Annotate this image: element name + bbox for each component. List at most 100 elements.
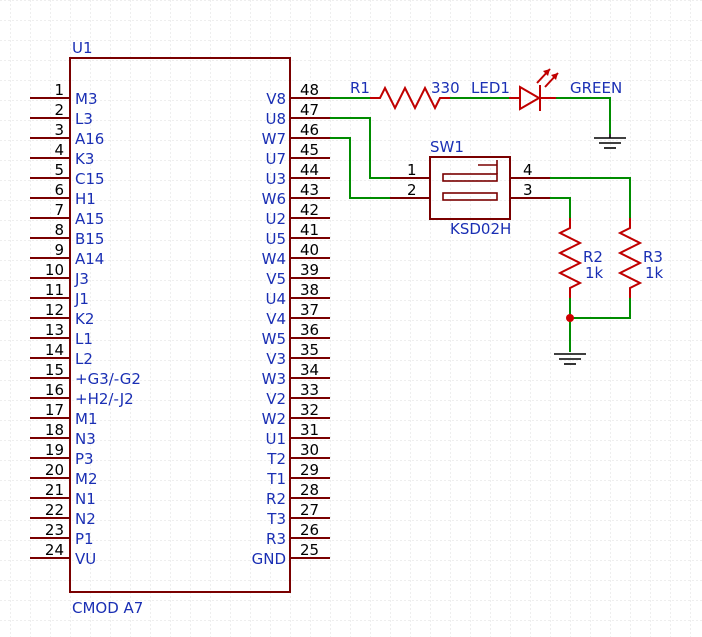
u1-pin-12-name: K2 xyxy=(75,310,94,328)
u1-pin-9-number: 9 xyxy=(54,241,64,259)
u1-pin-32-number: 32 xyxy=(300,401,319,419)
u1-pin-20-number: 20 xyxy=(45,461,64,479)
u1-pin-1-name: M3 xyxy=(75,90,98,108)
r1-zigzag[interactable] xyxy=(370,85,450,111)
u1-pin-23-number: 23 xyxy=(45,521,64,539)
u1-pin-2-name: L3 xyxy=(75,110,93,128)
u1-pin-39-name: V5 xyxy=(266,270,286,288)
u1-pin-27-name: T3 xyxy=(266,510,286,528)
sw1-pin-1-number: 1 xyxy=(407,161,417,179)
r3-zigzag[interactable] xyxy=(617,218,643,298)
u1-pin-9-name: A14 xyxy=(75,250,104,268)
u1-pin-20-name: M2 xyxy=(75,470,98,488)
u1-pin-30-number: 30 xyxy=(300,441,319,459)
u1-pin-44-name: U3 xyxy=(265,170,286,188)
r3-ref-label: R3 xyxy=(643,248,663,266)
u1-pin-48-name: V8 xyxy=(266,90,286,108)
u1-pin-8-number: 8 xyxy=(54,221,64,239)
r2-value-label: 1k xyxy=(585,264,604,282)
u1-pin-31-number: 31 xyxy=(300,421,319,439)
ground-symbol-resistors xyxy=(554,353,586,365)
u1-pin-38-name: U4 xyxy=(265,290,286,308)
u1-pin-1-number: 1 xyxy=(54,81,64,99)
wire-w7-to-sw1-pin2[interactable] xyxy=(330,137,390,199)
u1-pin-25-name: GND xyxy=(252,550,286,568)
u1-pin-40-number: 40 xyxy=(300,241,319,259)
sw1-body[interactable] xyxy=(429,156,511,220)
u1-pin-22-number: 22 xyxy=(45,501,64,519)
u1-pin-5-name: C15 xyxy=(75,170,105,188)
u1-pin-25-number: 25 xyxy=(300,541,319,559)
u1-pin-17-number: 17 xyxy=(45,401,64,419)
u1-pin-22-name: N2 xyxy=(75,510,96,528)
led1-arrowhead-2 xyxy=(551,73,558,80)
u1-pin-11-number: 11 xyxy=(45,281,64,299)
sw1-pin-2-number: 2 xyxy=(407,181,417,199)
u1-pin-35-number: 35 xyxy=(300,341,319,359)
u1-body[interactable] xyxy=(69,57,291,593)
r2-resistor[interactable]: R2 1k xyxy=(557,218,604,298)
u1-ref-label: U1 xyxy=(72,39,93,57)
u1-pin-4-name: K3 xyxy=(75,150,94,168)
u1-pin-12-number: 12 xyxy=(45,301,64,319)
u1-pin-45-number: 45 xyxy=(300,141,319,159)
u1-pin-7-name: A15 xyxy=(75,210,104,228)
u1-pin-6-name: H1 xyxy=(75,190,96,208)
junction-dot xyxy=(566,314,574,322)
sw1-slider-bottom xyxy=(442,192,498,201)
u1-pin-42-name: U2 xyxy=(265,210,286,228)
led1-ref-label: LED1 xyxy=(471,79,510,97)
u1-pin-26-number: 26 xyxy=(300,521,319,539)
r3-resistor[interactable]: R3 1k xyxy=(617,218,664,298)
wire-r3-to-junction[interactable] xyxy=(570,298,631,319)
wire-sw1-pin4-to-r3[interactable] xyxy=(550,177,631,218)
u1-pin-45-name: U7 xyxy=(265,150,286,168)
r1-ref-label: R1 xyxy=(350,79,370,97)
u1-pin-2-number: 2 xyxy=(54,101,64,119)
wires xyxy=(330,97,631,352)
sw1-ref-label: SW1 xyxy=(430,138,464,156)
wire-u8-to-sw1-pin1[interactable] xyxy=(330,117,390,179)
u1-pin-41-name: U5 xyxy=(265,230,286,248)
sw1-pin-3-number: 3 xyxy=(523,181,533,199)
u1-pin-28-number: 28 xyxy=(300,481,319,499)
u1-pin-47-number: 47 xyxy=(300,101,319,119)
u1-pin-33-number: 33 xyxy=(300,381,319,399)
u1-pin-43-number: 43 xyxy=(300,181,319,199)
u1-pin-16-name: +H2/-J2 xyxy=(75,390,134,408)
u1-pin-5-number: 5 xyxy=(54,161,64,179)
u1-pin-47-name: U8 xyxy=(265,110,286,128)
wire-sw1-pin3-to-r2[interactable] xyxy=(550,197,571,218)
u1-pin-15-number: 15 xyxy=(45,361,64,379)
u1-part-label: CMOD A7 xyxy=(72,599,143,617)
u1-pin-41-number: 41 xyxy=(300,221,319,239)
r2-zigzag[interactable] xyxy=(557,218,583,298)
u1-pin-34-number: 34 xyxy=(300,361,319,379)
r2-ref-label: R2 xyxy=(583,248,603,266)
u1-pin-36-number: 36 xyxy=(300,321,319,339)
u1-pin-46-name: W7 xyxy=(262,130,286,148)
u1-pin-11-name: J1 xyxy=(74,290,89,308)
u1-pin-32-name: W2 xyxy=(262,410,286,428)
u1-pin-10-number: 10 xyxy=(45,261,64,279)
led1-diode[interactable]: LED1 GREEN xyxy=(471,68,622,111)
u1-pin-44-number: 44 xyxy=(300,161,319,179)
u1-pin-16-number: 16 xyxy=(45,381,64,399)
u1-pin-19-name: P3 xyxy=(75,450,94,468)
sw1-switch[interactable]: 1 2 4 3 SW1 KSD02H xyxy=(390,138,550,238)
u1-pin-26-name: R3 xyxy=(266,530,286,548)
u1-pin-14-number: 14 xyxy=(45,341,64,359)
u1-pin-17-name: M1 xyxy=(75,410,98,428)
u1-pin-3-name: A16 xyxy=(75,130,104,148)
wire-led1-to-ground[interactable] xyxy=(556,97,611,134)
u1-right-pins: 48V847U846W745U744U343W642U241U540W439V5… xyxy=(252,81,330,568)
u1-pin-35-name: V3 xyxy=(266,350,286,368)
r1-resistor[interactable]: R1 330 xyxy=(350,79,460,111)
u1-pin-42-number: 42 xyxy=(300,201,319,219)
u1-pin-7-number: 7 xyxy=(54,201,64,219)
u1-pin-14-name: L2 xyxy=(75,350,93,368)
u1-pin-31-name: U1 xyxy=(265,430,286,448)
